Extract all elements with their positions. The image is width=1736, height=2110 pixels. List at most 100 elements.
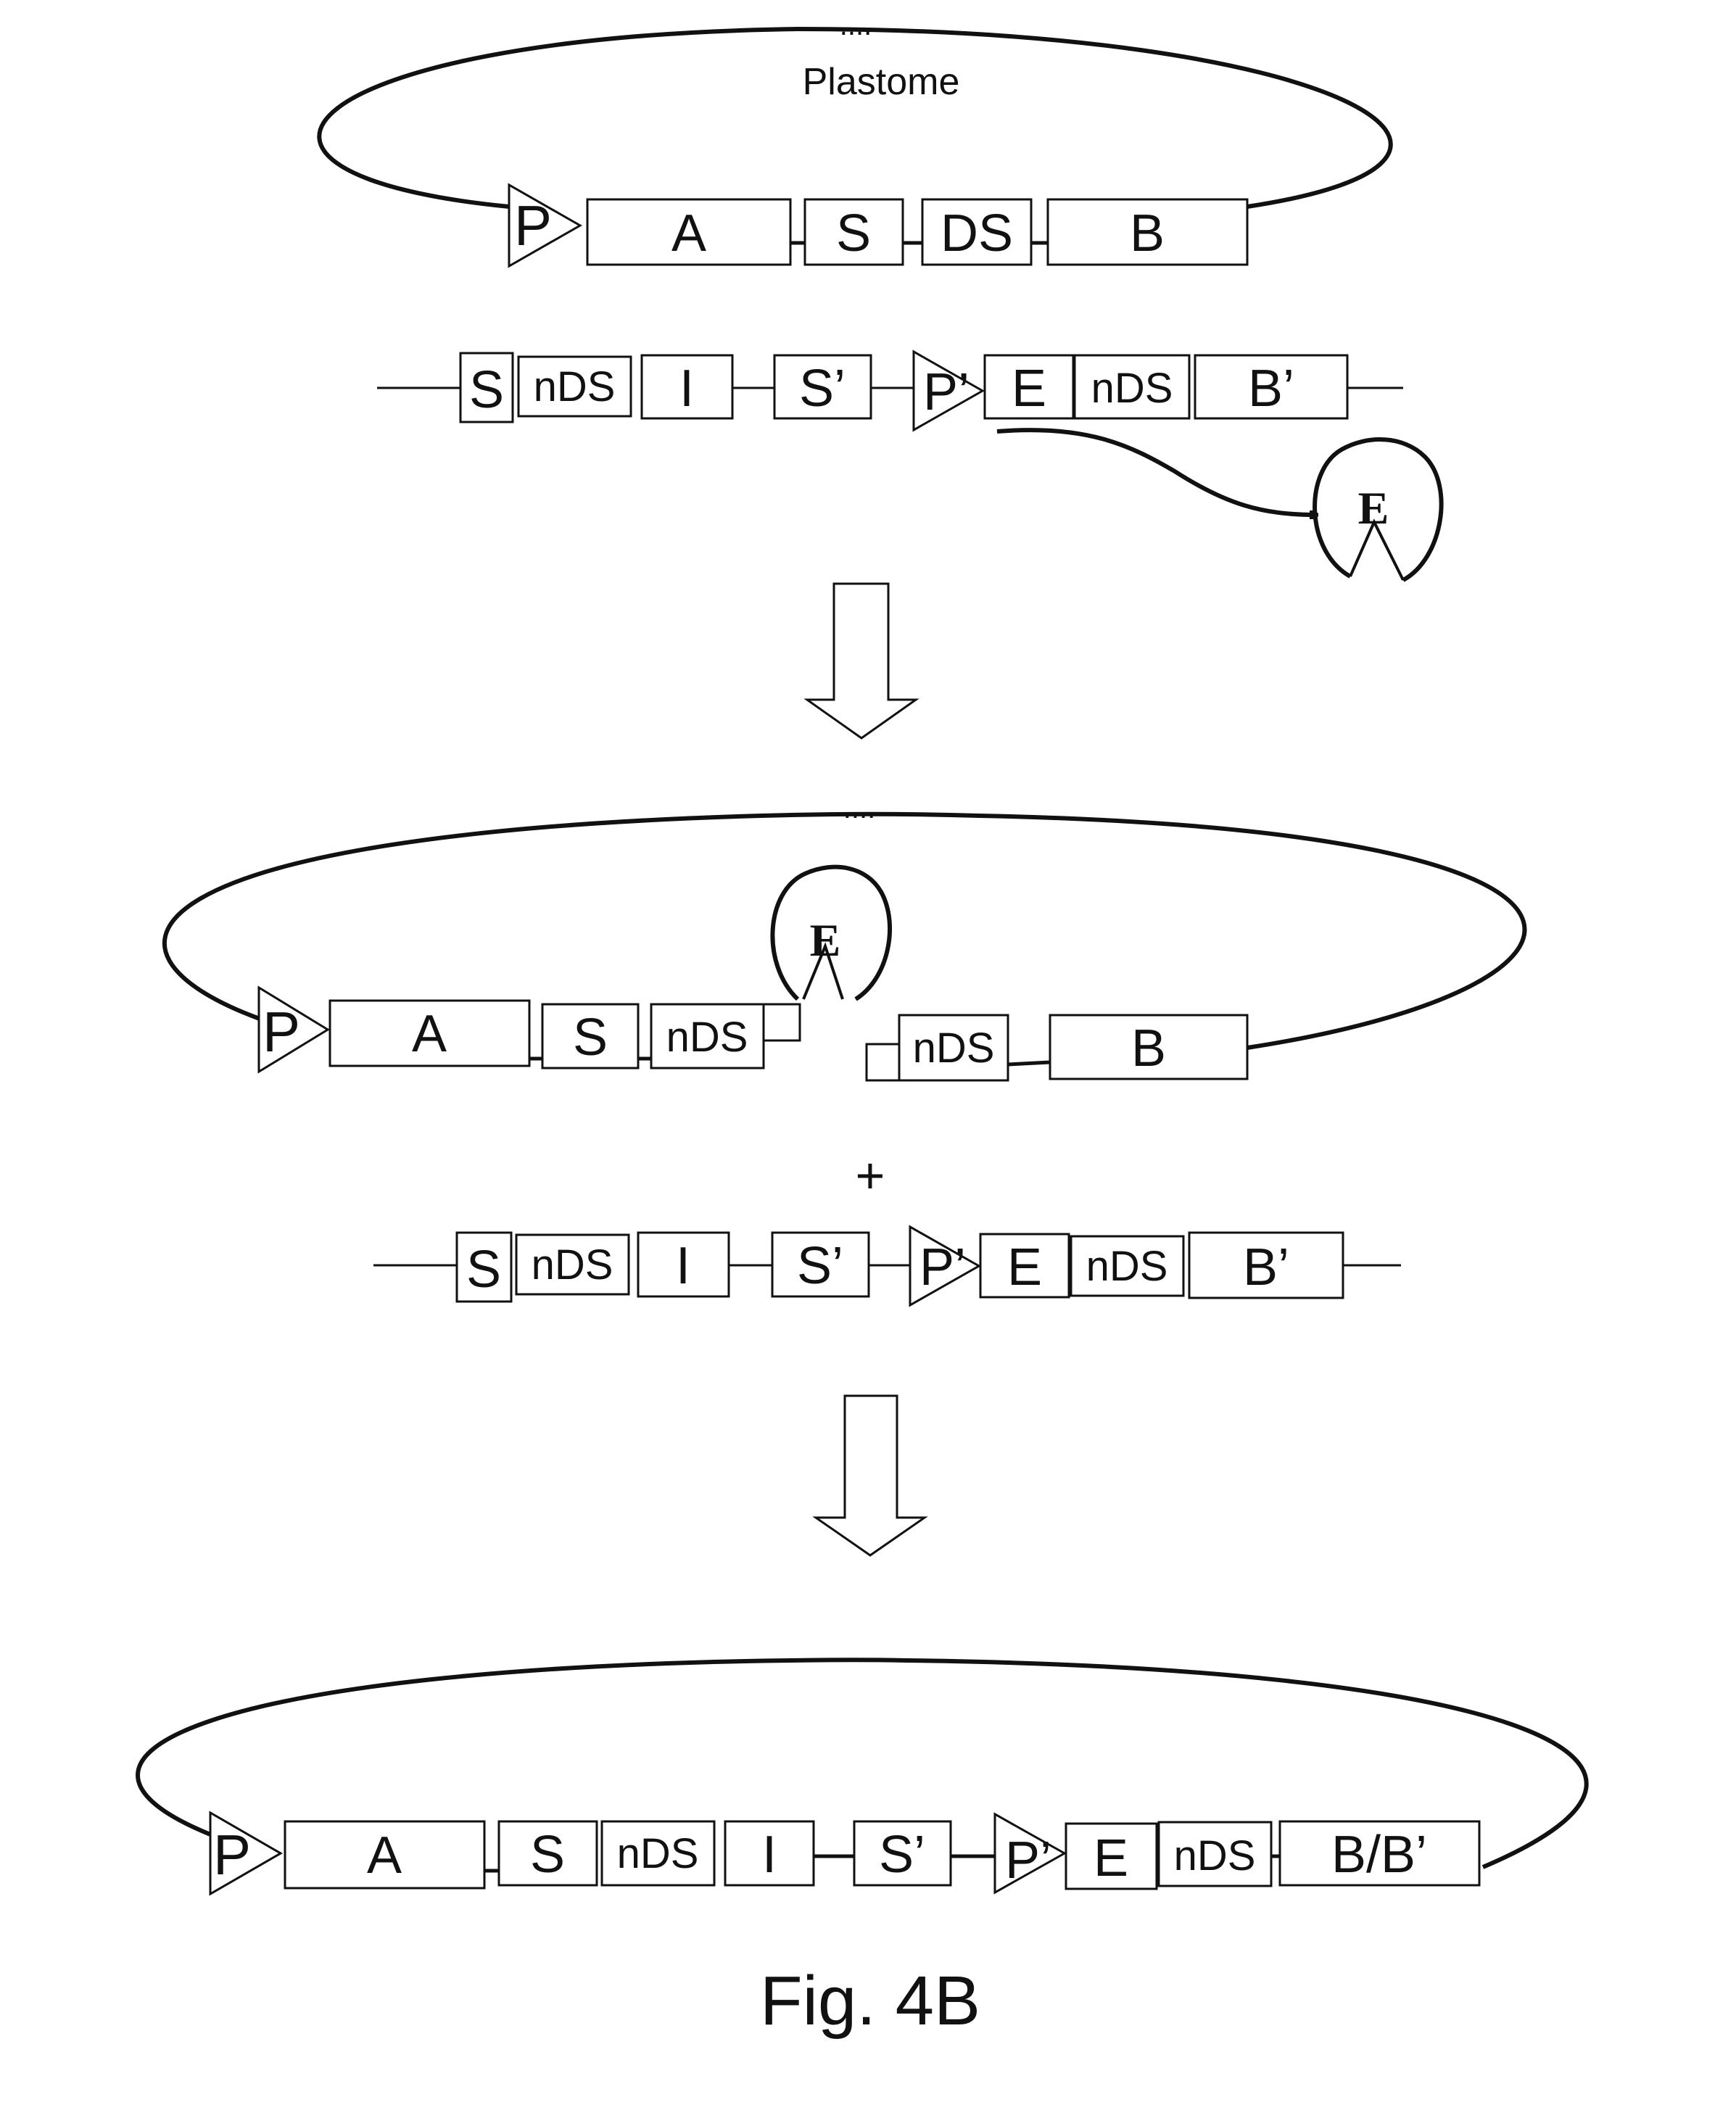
plastome-3-ellipsis: ....: [814, 1637, 846, 1668]
site-s-box: [497, 1820, 598, 1887]
figure-caption: Fig. 4B: [760, 1962, 980, 2040]
site-s-prime-label: S’: [799, 360, 846, 418]
enzyme-gene-e-box: [983, 354, 1075, 420]
site-nds-label: nDS: [666, 1014, 748, 1061]
plastome-2: .... P A S nDS nDS B: [162, 793, 1527, 1082]
gene-a-box: [586, 198, 792, 266]
promoter-p-prime-label: P’: [1005, 1832, 1051, 1890]
site-nds-label: nDS: [1174, 1832, 1256, 1879]
promoter-p-prime-label: P’: [919, 1238, 966, 1296]
site-s-label: S: [573, 1009, 608, 1067]
gene-b-box: [1049, 1014, 1249, 1080]
enzyme-gene-e-label: E: [1094, 1829, 1128, 1887]
link-line: [1007, 1060, 1051, 1067]
intron-i-box: [640, 354, 734, 420]
promoter-p-triangle: [209, 1811, 284, 1896]
site-ds-label: DS: [941, 204, 1013, 262]
construct-1: S nDS I S’ P’ E nDS B’: [377, 349, 1403, 515]
plastome-3-loop: [136, 1658, 1589, 1869]
promoter-p-label: P: [213, 1823, 251, 1887]
enzyme-gene-e-label: E: [1012, 360, 1046, 418]
promoter-p-label: P: [514, 194, 552, 257]
promoter-p-triangle: [257, 985, 330, 1074]
enzyme-e-glyph: E: [1313, 437, 1444, 582]
intron-i-label: I: [762, 1826, 777, 1884]
gene-a-label: A: [671, 204, 706, 262]
gene-b-prime-label: B’: [1248, 360, 1294, 418]
site-s-label: S: [466, 1241, 501, 1299]
gene-b-prime-box: [1194, 354, 1349, 420]
site-nds-box: [898, 1014, 1009, 1082]
process-arrow-down: [812, 1394, 928, 1557]
gene-b-b-prime-box: [1278, 1820, 1481, 1887]
site-s-prime-box: [853, 1820, 952, 1887]
site-s-box: [541, 1003, 640, 1070]
gene-b-prime-label: B’: [1243, 1238, 1289, 1296]
gene-b-prime-box: [1188, 1231, 1344, 1299]
enzyme-body: [770, 864, 892, 1001]
site-nds-box: [515, 1233, 630, 1296]
gene-b-label: B: [1131, 1019, 1166, 1077]
enzyme-body: [1313, 437, 1444, 582]
site-nds-label: nDS: [617, 1830, 699, 1877]
construct-2: S nDS I S’ P’ E nDS B’: [373, 1225, 1401, 1307]
site-nds-label: nDS: [534, 363, 616, 410]
enzyme-label: E: [1358, 482, 1389, 534]
enzyme-cleft: [1349, 518, 1405, 581]
promoter-p-prime-triangle: [912, 349, 985, 432]
plus-sign: +: [856, 1147, 885, 1204]
gene-a-box: [284, 1820, 486, 1890]
promoter-p-prime-triangle: [909, 1225, 982, 1307]
site-nds-label: nDS: [913, 1025, 995, 1072]
plastome-label: Plastome: [803, 61, 960, 103]
enzyme-cleft: [802, 942, 844, 1000]
site-nds-box: [600, 1820, 716, 1887]
intron-i-label: I: [676, 1237, 690, 1295]
plastome-3: .... P A S nDS I S’ P’ E nDS B/B’: [136, 1637, 1589, 1896]
plastome-2-loop: [162, 811, 1527, 1050]
intron-i-box: [724, 1820, 815, 1887]
promoter-p-prime-triangle: [993, 1812, 1067, 1895]
promoter-p-label: P: [263, 1000, 300, 1064]
site-nds-label: nDS: [1091, 365, 1173, 412]
site-s-box: [459, 352, 514, 423]
gene-b-label: B: [1130, 204, 1165, 262]
plastome-1: .... Plastome P A S DS B: [317, 9, 1393, 268]
plastome-1-ellipsis: ....: [840, 9, 872, 41]
site-nds-box: [517, 355, 632, 418]
site-ds-box: [921, 198, 1033, 266]
site-nds-label: nDS: [1086, 1243, 1168, 1290]
promoter-p-triangle: [508, 183, 583, 268]
site-nds-box: [1073, 354, 1191, 420]
site-s-label: S: [530, 1826, 565, 1884]
enzyme-label: E: [810, 914, 841, 966]
gene-b-b-prime-label: B/B’: [1331, 1826, 1427, 1884]
site-s-prime-box: [771, 1231, 870, 1298]
site-nds-box: [1070, 1235, 1185, 1297]
gene-a-label: A: [412, 1005, 447, 1063]
process-arrow-down: [803, 582, 919, 740]
site-s-label: S: [469, 361, 504, 419]
cut-overhang-right: [865, 1043, 904, 1082]
intron-i-label: I: [679, 360, 694, 418]
site-s-prime-label: S’: [797, 1237, 843, 1295]
site-s-box: [455, 1231, 513, 1303]
promoter-p-prime-label: P’: [923, 363, 970, 421]
enzyme-gene-e-box: [1065, 1822, 1158, 1890]
plastome-2-ellipsis: ....: [843, 793, 875, 824]
site-s-label: S: [836, 204, 871, 262]
gene-b-box: [1046, 198, 1249, 266]
gene-a-label: A: [367, 1826, 402, 1884]
site-nds-label: nDS: [532, 1241, 613, 1288]
enzyme-gene-e-label: E: [1007, 1238, 1042, 1296]
enzyme-gene-e-box: [979, 1233, 1070, 1299]
site-nds-box: [1157, 1821, 1273, 1887]
site-s-box: [803, 198, 904, 266]
site-s-prime-label: S’: [879, 1826, 925, 1884]
plastome-1-loop: [317, 26, 1393, 209]
gene-a-box: [328, 999, 531, 1067]
enzyme-e-glyph: E: [770, 864, 892, 1001]
cut-overhang-left: [762, 1003, 801, 1042]
